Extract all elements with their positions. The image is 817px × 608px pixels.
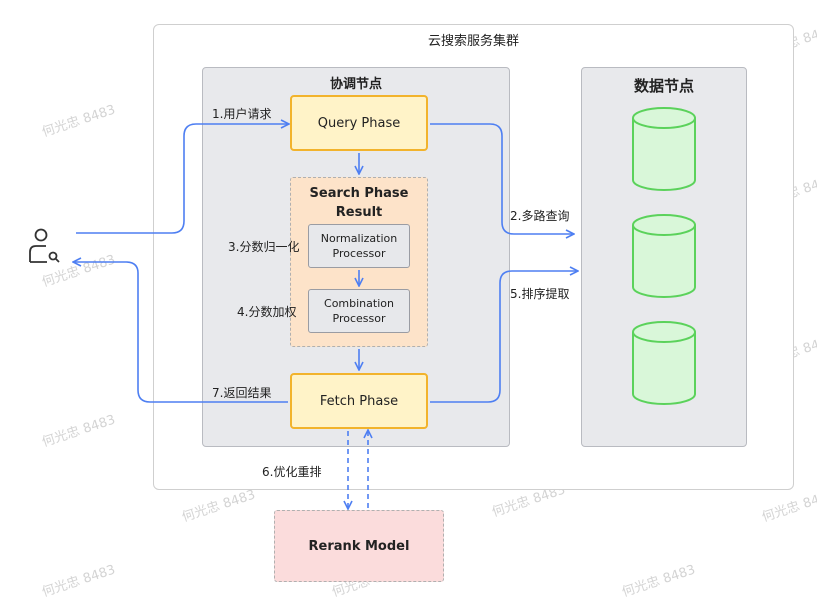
normalization-processor-box: Normalization Processor xyxy=(308,224,410,268)
data-nodes-title: 数据节点 xyxy=(633,77,694,95)
coordinator-title: 协调节点 xyxy=(329,77,382,92)
combination-line2: Processor xyxy=(332,312,386,325)
rerank-model-box: Rerank Model xyxy=(274,510,444,582)
step-7-label: 7.返回结果 xyxy=(212,386,272,400)
user-request-arrow xyxy=(76,124,288,234)
data-node-cylinder-3 xyxy=(632,321,696,405)
step-5-label: 5.排序提取 xyxy=(510,287,570,301)
data-node-cylinder-2 xyxy=(632,214,696,298)
search-phase-result-title-line2: Result xyxy=(335,205,383,220)
query-phase-label: Query Phase xyxy=(317,115,401,131)
cluster-title: 云搜索服务集群 xyxy=(427,34,519,49)
normalization-line1: Normalization xyxy=(320,232,398,245)
step-6-label: 6.优化重排 xyxy=(262,465,322,479)
step-3-label: 3.分数归一化 xyxy=(228,240,300,254)
query-phase-box: Query Phase xyxy=(290,95,428,151)
multi-query-arrow xyxy=(430,123,573,234)
user-search-icon xyxy=(29,228,60,263)
combination-line1: Combination xyxy=(324,297,394,310)
step-2-label: 2.多路查询 xyxy=(510,209,570,223)
search-phase-result-title: Search Phase Result xyxy=(290,184,428,222)
data-node-cylinder-1 xyxy=(632,107,696,191)
return-result-arrow xyxy=(74,262,288,403)
combination-processor-box: Combination Processor xyxy=(308,289,410,333)
rerank-model-label: Rerank Model xyxy=(308,538,410,554)
step-4-label: 4.分数加权 xyxy=(237,305,297,319)
fetch-phase-label: Fetch Phase xyxy=(319,393,399,409)
sort-extract-arrow xyxy=(430,271,577,403)
search-phase-result-title-line1: Search Phase xyxy=(309,186,409,201)
normalization-line2: Processor xyxy=(332,247,386,260)
step-1-label: 1.用户请求 xyxy=(212,107,272,121)
fetch-phase-box: Fetch Phase xyxy=(290,373,428,429)
